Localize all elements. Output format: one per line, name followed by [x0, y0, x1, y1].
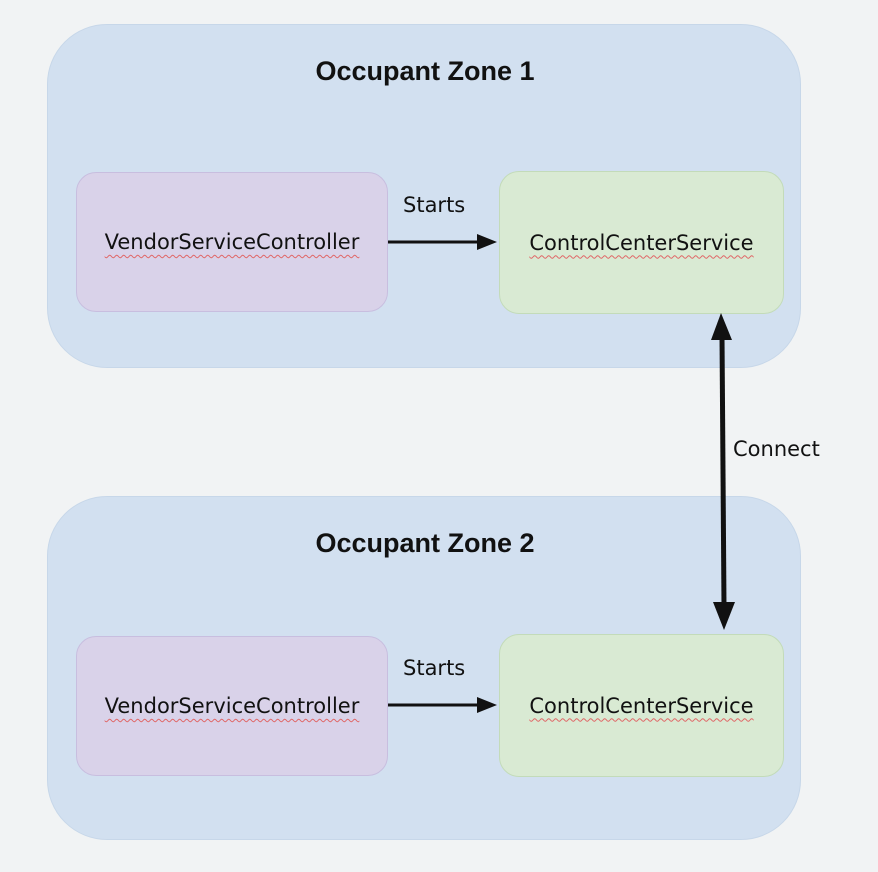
connect-arrowhead-up — [711, 313, 732, 340]
connect-arrow — [719, 335, 727, 607]
node-label: ControlCenterService — [529, 693, 754, 718]
occupant-zone-1: Occupant Zone 1 VendorServiceController … — [47, 24, 801, 368]
connect-arrowhead-down — [713, 602, 735, 630]
starts-arrowhead-zone-2 — [477, 697, 497, 713]
occupant-zone-2: Occupant Zone 2 VendorServiceController … — [47, 496, 801, 840]
vendor-service-controller-node[interactable]: VendorServiceController — [76, 172, 388, 312]
control-center-service-node[interactable]: ControlCenterService — [499, 171, 784, 314]
starts-label-zone-2: Starts — [403, 656, 466, 680]
vendor-service-controller-node[interactable]: VendorServiceController — [76, 636, 388, 776]
zone-title: Occupant Zone 2 — [315, 528, 535, 558]
connect-label: Connect — [733, 437, 820, 461]
starts-arrowhead-zone-1 — [477, 234, 497, 250]
node-label: VendorServiceController — [104, 694, 360, 718]
zone-title: Occupant Zone 1 — [315, 56, 535, 86]
starts-label-zone-1: Starts — [403, 193, 466, 217]
node-label: ControlCenterService — [529, 230, 754, 255]
control-center-service-node[interactable]: ControlCenterService — [499, 634, 784, 777]
node-label: VendorServiceController — [104, 230, 360, 254]
